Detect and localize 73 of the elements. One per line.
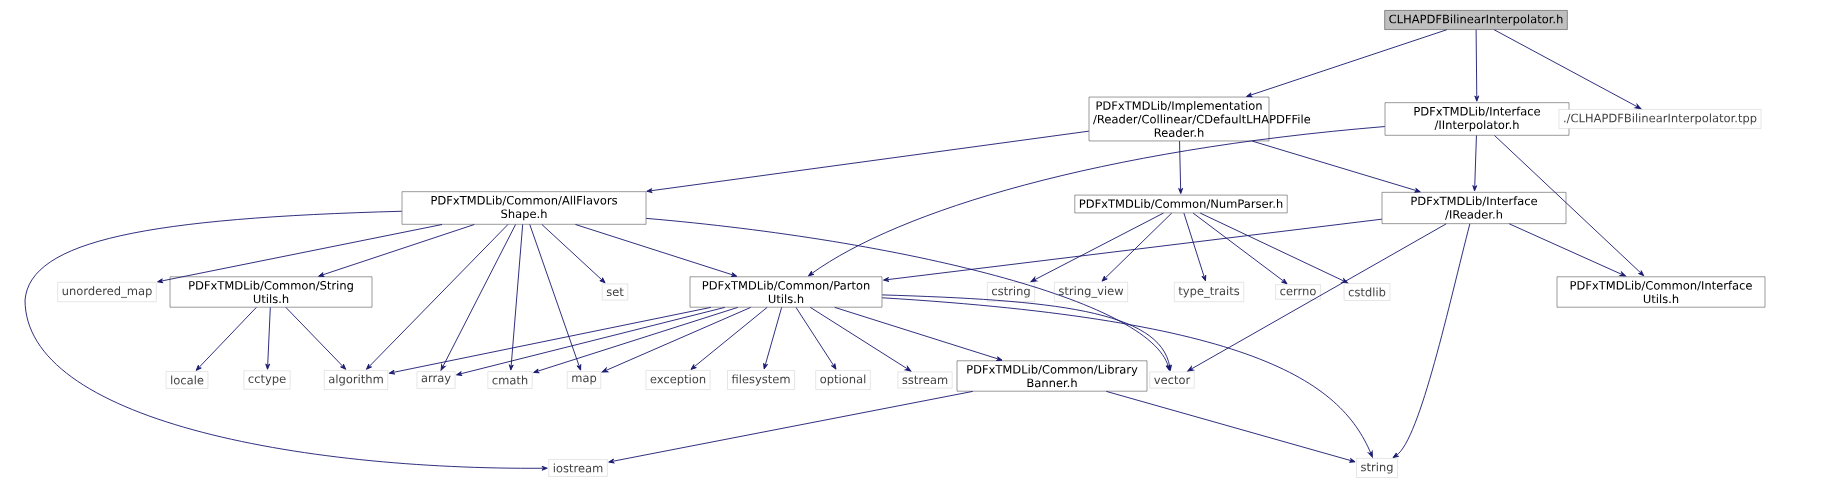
arrow (1392, 223, 1471, 458)
arrow (1493, 29, 1642, 110)
arrow (1178, 140, 1184, 195)
system-header-box: optional (815, 370, 871, 390)
arrow (1030, 212, 1164, 283)
arrow (157, 224, 443, 284)
arrow (763, 306, 783, 370)
system-header-box: cstring (987, 282, 1035, 302)
system-header-box: iostream (548, 459, 608, 477)
arrow (1105, 390, 1356, 463)
arrow (881, 294, 1172, 371)
arrow (608, 390, 974, 464)
system-header-box: string_view (1054, 282, 1128, 302)
arrow (834, 306, 1003, 361)
header-box: PDFxTMDLib/Common/Parton Utils.h (689, 276, 883, 308)
arrow (1474, 29, 1480, 102)
arrow (1192, 212, 1288, 285)
system-header-box: unordered_map (57, 282, 157, 302)
system-header-box: cmath (487, 371, 533, 389)
arrow (1508, 223, 1626, 277)
system-header-box: locale (165, 371, 209, 389)
arrow (795, 306, 837, 370)
system-header-box: map (567, 371, 601, 389)
arrow (533, 306, 739, 374)
arrow (456, 306, 726, 376)
arrow (318, 224, 475, 277)
header-box: PDFxTMDLib/Implementation /Reader/Collinear/CDefaultLHAPDFFile Reader.h (1088, 96, 1311, 142)
system-header-box: cstdlib (1343, 283, 1391, 301)
arrow (645, 217, 1171, 371)
arrow (1494, 135, 1645, 277)
header-box: PDFxTMDLib/Common/AllFlavors Shape.h (401, 191, 647, 225)
arrow (1199, 212, 1349, 284)
system-header-box: set (602, 283, 628, 301)
arrow (24, 210, 548, 471)
arrow (541, 224, 606, 284)
header-box: PDFxTMDLib/Common/NumParser.h (1074, 194, 1288, 214)
system-header-box: filesystem (727, 370, 795, 390)
arrow (440, 224, 517, 371)
system-header-box: array (416, 371, 456, 389)
arrow (575, 224, 738, 277)
arrow (1187, 223, 1447, 372)
arrow (529, 224, 582, 371)
arrow (508, 224, 524, 371)
arrow (1183, 212, 1207, 282)
arrow (808, 126, 1386, 277)
arrow (1251, 140, 1421, 193)
arrow (1101, 212, 1173, 282)
arrow (285, 306, 347, 370)
system-header-box: ./CLHAPDFBilinearInterpolator.tpp (1558, 109, 1762, 129)
arrow (388, 306, 712, 375)
header-box: PDFxTMDLib/Common/String Utils.h (169, 276, 373, 308)
arrow (690, 306, 768, 370)
system-header-box: vector (1149, 371, 1195, 389)
arrow (646, 130, 1090, 193)
system-header-box: sstream (897, 371, 953, 389)
arrow (1472, 135, 1478, 192)
header-box: PDFxTMDLib/Interface /IReader.h (1381, 192, 1567, 224)
arrow (265, 306, 271, 370)
arrow (1246, 29, 1448, 98)
arrow (366, 224, 509, 370)
system-header-box: algorithm (324, 370, 388, 390)
arrow (883, 218, 1383, 282)
system-header-box: string (1356, 458, 1398, 478)
system-header-box: cerrno (1275, 284, 1321, 300)
system-header-box: exception (645, 370, 711, 390)
header-box: PDFxTMDLib/Common/Interface Utils.h (1556, 276, 1766, 308)
arrow (809, 306, 912, 372)
arrow (195, 306, 257, 371)
arrow (881, 297, 1373, 458)
system-header-box: type_traits (1174, 282, 1244, 302)
root-file-box: CLHAPDFBilinearInterpolator.h (1384, 10, 1568, 30)
arrow (601, 306, 752, 373)
system-header-box: cctype (243, 370, 291, 390)
